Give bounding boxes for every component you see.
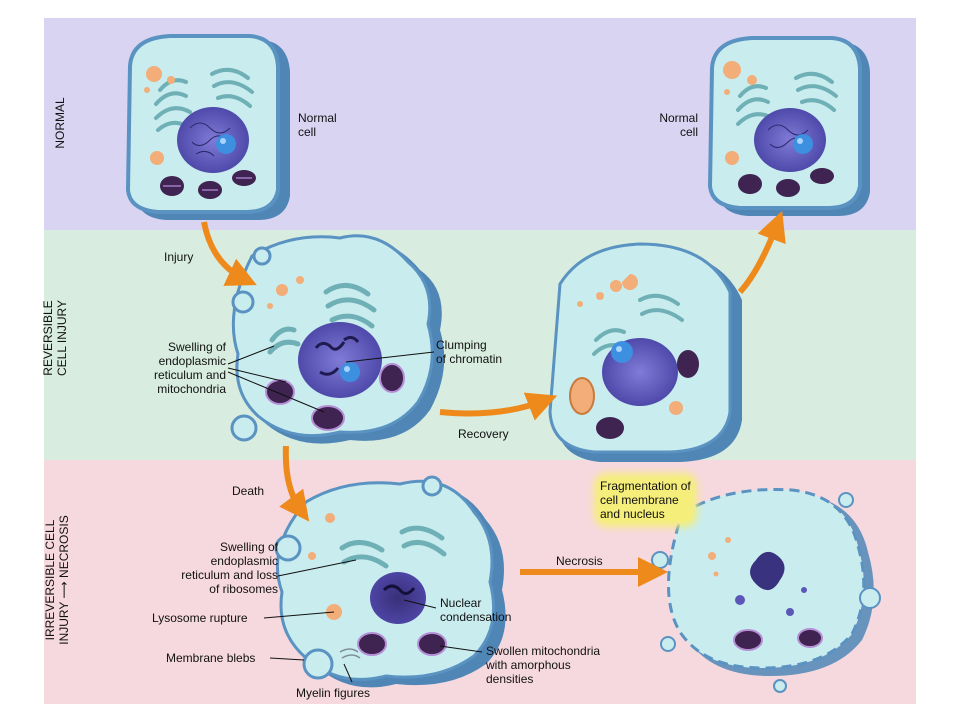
- label-swelling-ribosomes-line4: of ribosomes: [209, 582, 278, 596]
- recovery-cell: [548, 242, 742, 462]
- label-swelling-ribosomes-line2: endoplasmic: [210, 554, 278, 568]
- section-label-irreversible: IRREVERSIBLE CELL INJURY ⟶ NECROSIS: [43, 515, 71, 645]
- label-nuclear-condensation: Nuclear condensation: [440, 596, 511, 624]
- section-label-irreversible-line2-wrap: INJURY ⟶ NECROSIS: [57, 515, 71, 645]
- label-fragmentation-line3: and nucleus: [600, 507, 665, 521]
- label-normal-cell-right-line2: cell: [679, 125, 698, 139]
- arrow-right-icon: ⟶: [57, 581, 71, 599]
- leader-lines: [227, 345, 483, 683]
- label-swollen-mito-line2: with amorphous: [486, 658, 571, 672]
- label-normal-cell-left-line2: cell: [298, 125, 317, 139]
- label-clumping: Clumping of chromatin: [436, 338, 502, 366]
- section-label-irreversible-line2: INJURY: [57, 601, 71, 645]
- label-swelling-er-mito-line1: Swelling of: [167, 340, 226, 354]
- arrow-return-normal: [737, 210, 786, 295]
- label-clumping-line1: Clumping: [436, 338, 487, 352]
- reversible-band: [44, 230, 916, 460]
- label-swollen-mito-line3: densities: [486, 672, 534, 686]
- label-swelling-er-mito-line3: reticulum and: [153, 368, 226, 382]
- arrow-recovery: [439, 392, 558, 421]
- label-swelling-er-mito-line4: mitochondria: [157, 382, 226, 396]
- reversible-injury-cell: [230, 234, 445, 444]
- label-swollen-mito: Swollen mitochondria with amorphous dens…: [486, 644, 600, 686]
- label-recovery: Recovery: [458, 427, 509, 441]
- normal-cell-right: [707, 36, 870, 216]
- necrotic-cell: [651, 488, 881, 693]
- section-label-irreversible-line1: IRREVERSIBLE CELL: [43, 519, 57, 641]
- label-normal-cell-left-line1: Normal: [298, 111, 337, 125]
- normal-cell-left: [125, 34, 290, 220]
- label-nuclear-condensation-line2: condensation: [440, 610, 512, 624]
- label-lysosome-rupture: Lysosome rupture: [152, 611, 248, 625]
- section-label-reversible-line2: CELL INJURY: [55, 299, 69, 377]
- label-swelling-ribosomes: Swelling of endoplasmic reticulum and lo…: [160, 540, 278, 596]
- label-membrane-blebs: Membrane blebs: [166, 651, 256, 665]
- section-label-irreversible-line2-end: NECROSIS: [57, 515, 71, 578]
- label-swelling-er-mito-line2: endoplasmic: [158, 354, 226, 368]
- label-myelin-figures: Myelin figures: [296, 686, 371, 700]
- label-injury: Injury: [164, 250, 194, 264]
- label-death: Death: [232, 484, 265, 498]
- label-fragmentation-line1: Fragmentation of: [600, 479, 691, 493]
- label-clumping-line2: of chromatin: [436, 352, 503, 366]
- label-fragmentation-line2: cell membrane: [600, 493, 679, 507]
- arrow-injury: [201, 221, 257, 286]
- arrow-death: [279, 445, 310, 522]
- label-normal-cell-right-line1: Normal: [659, 111, 698, 125]
- label-swelling-ribosomes-line3: reticulum and loss: [181, 568, 278, 582]
- label-necrosis: Necrosis: [556, 554, 603, 568]
- label-nuclear-condensation-line1: Nuclear: [440, 596, 482, 610]
- label-normal-cell-right: Normal cell: [652, 111, 698, 139]
- label-swelling-er-mito: Swelling of endoplasmic reticulum and mi…: [128, 340, 226, 396]
- section-label-normal: NORMAL: [53, 97, 67, 149]
- irreversible-injury-cell: [274, 475, 506, 688]
- label-fragmentation: Fragmentation of cell membrane and nucle…: [600, 479, 691, 521]
- section-label-reversible-line1: REVERSIBLE: [41, 300, 55, 376]
- label-swelling-ribosomes-line1: Swelling of: [219, 540, 278, 554]
- label-normal-cell-left: Normal cell: [298, 111, 337, 139]
- section-label-reversible: REVERSIBLE CELL INJURY: [41, 293, 69, 383]
- label-swollen-mito-line1: Swollen mitochondria: [486, 644, 601, 658]
